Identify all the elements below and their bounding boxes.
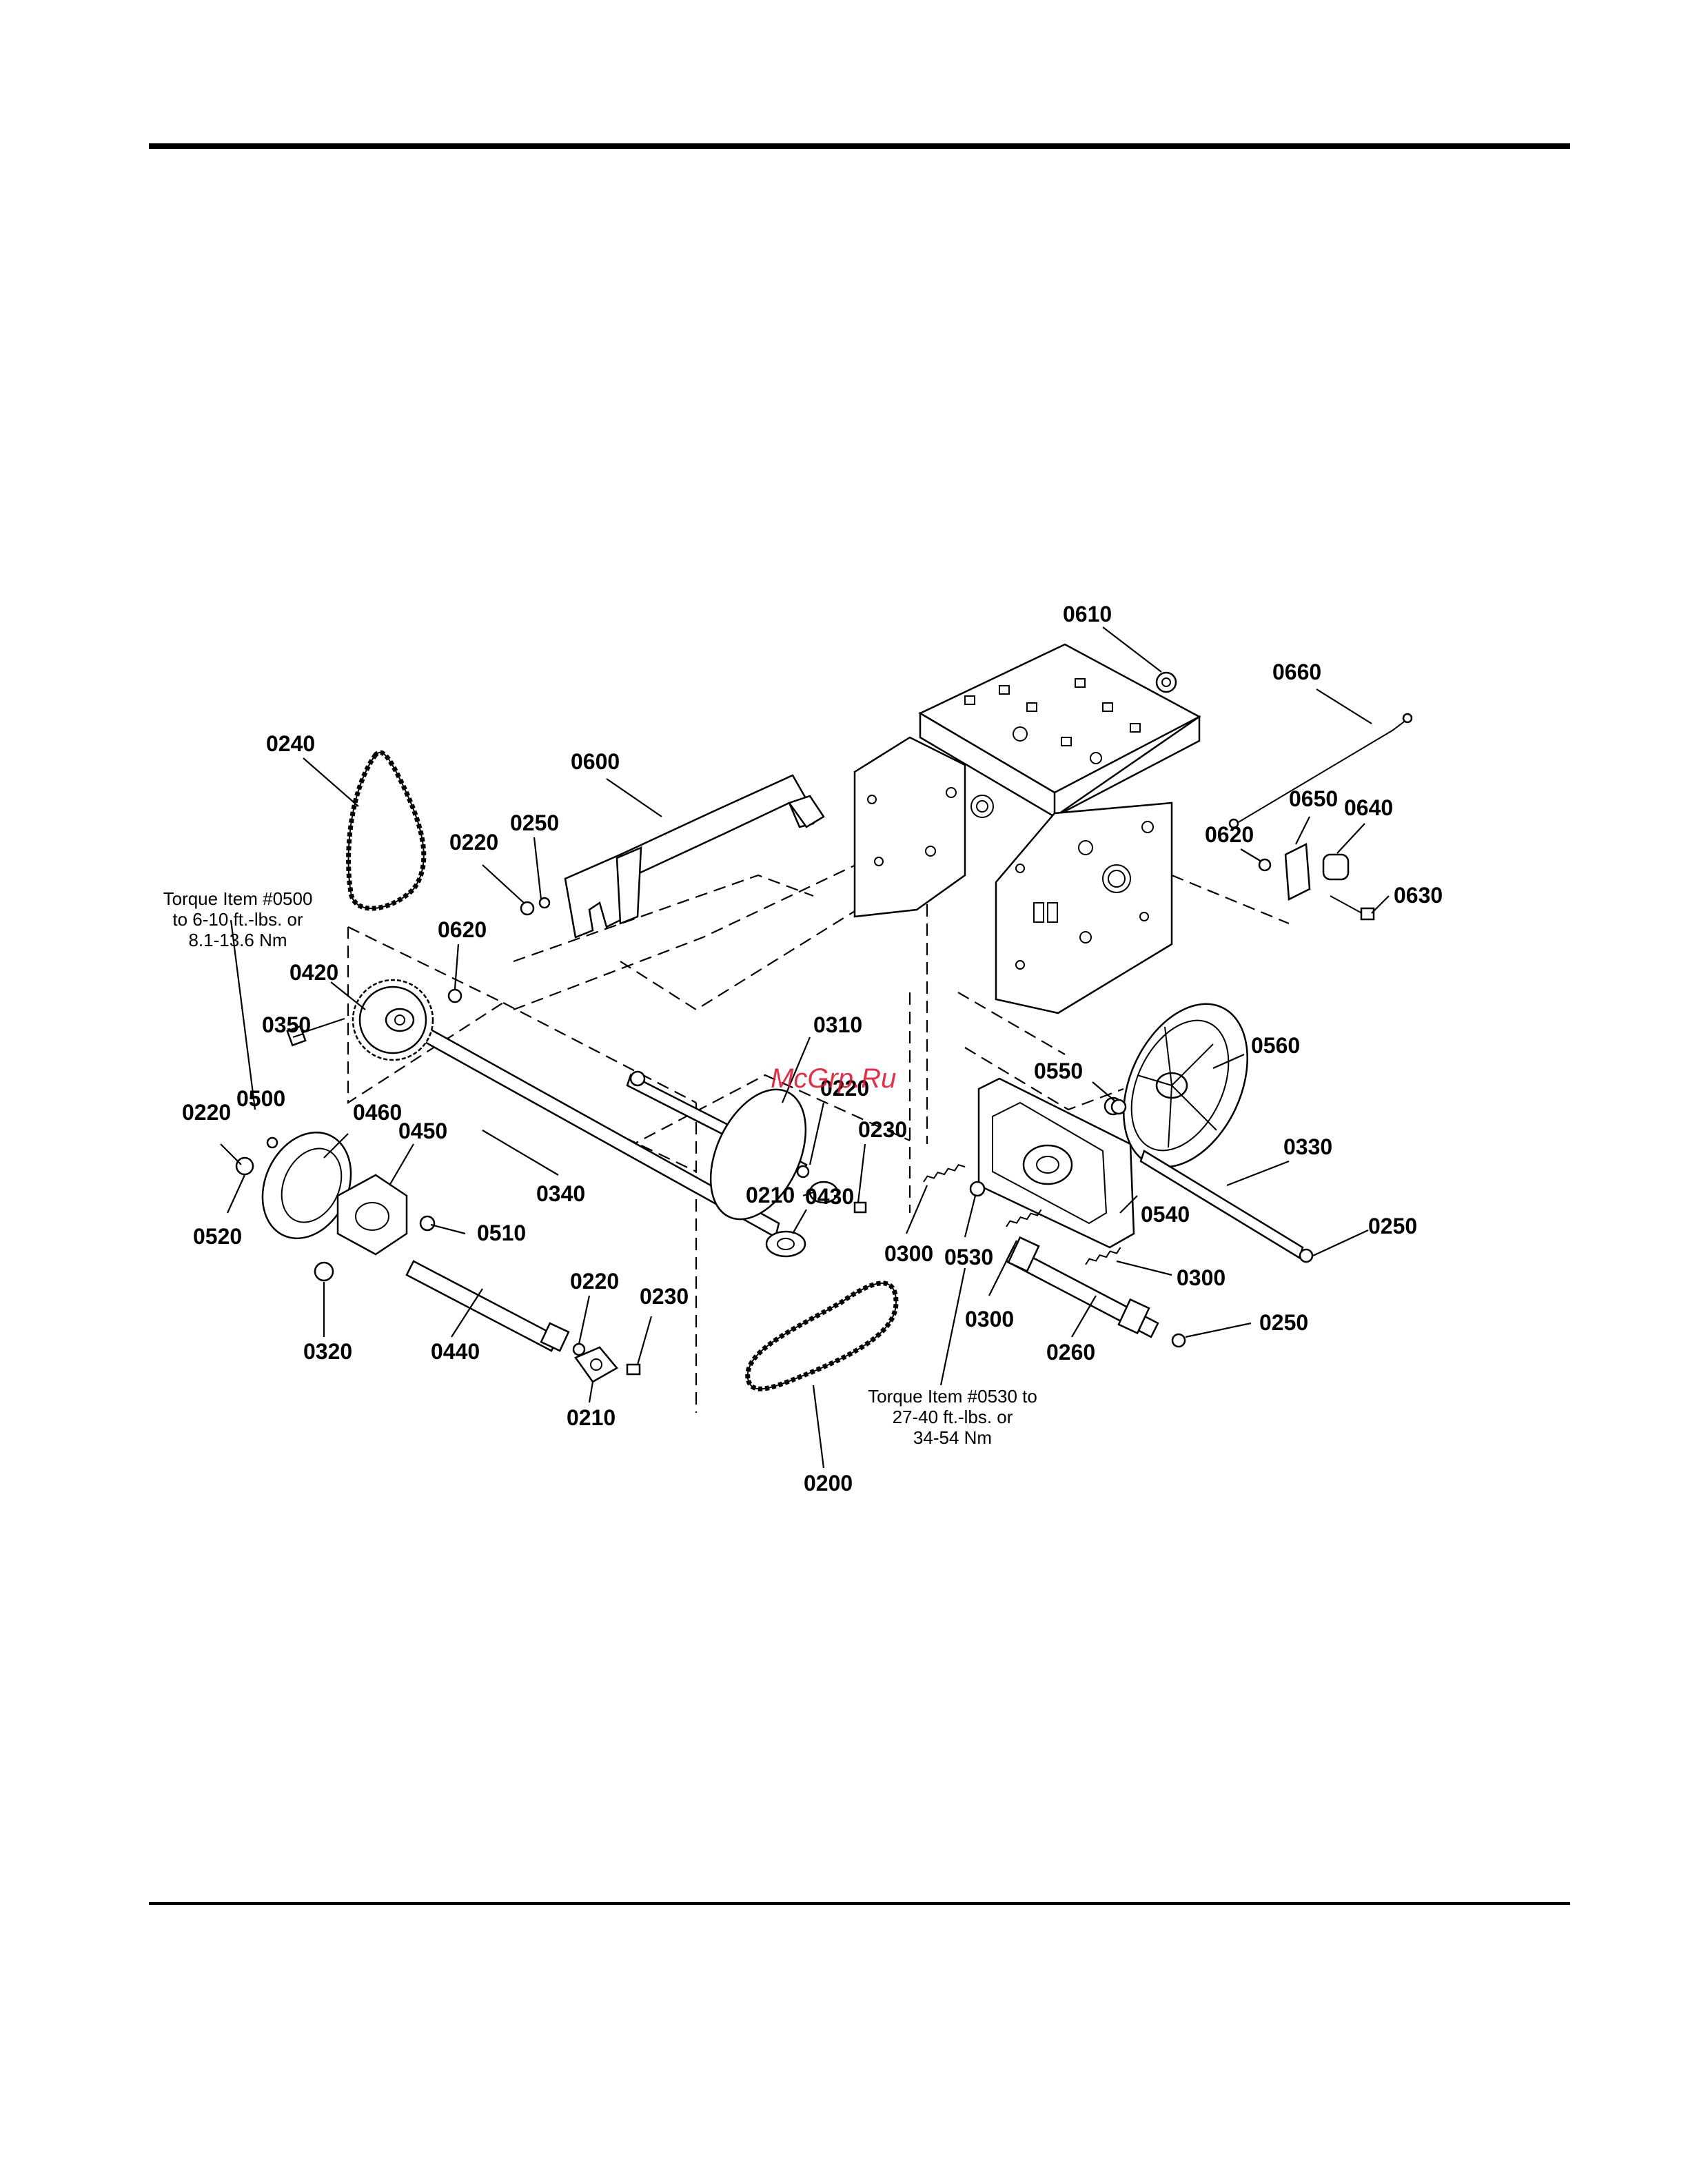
callout-0300: 0300 <box>1177 1265 1226 1290</box>
callout-0500: 0500 <box>236 1086 285 1111</box>
callout-0300: 0300 <box>884 1241 933 1266</box>
callout-0530: 0530 <box>944 1245 993 1269</box>
callout-0220: 0220 <box>449 830 498 855</box>
springs <box>923 1164 1121 1265</box>
torque-note-0500: Torque Item #0500 to 6-10 ft.-lbs. or 8.… <box>163 888 313 950</box>
callout-0620: 0620 <box>438 917 487 942</box>
callout-0350: 0350 <box>262 1012 311 1037</box>
footer-rule <box>149 1902 1570 1905</box>
callout-0560: 0560 <box>1251 1033 1300 1058</box>
callout-0510: 0510 <box>477 1221 526 1245</box>
svg-text:34-54 Nm: 34-54 Nm <box>913 1427 992 1448</box>
svg-text:to 6-10 ft.-lbs. or: to 6-10 ft.-lbs. or <box>172 909 303 930</box>
hex-shaft <box>405 1260 570 1352</box>
callout-0520: 0520 <box>193 1224 242 1249</box>
friction-disc-assembly <box>626 1070 867 1221</box>
washer-0620-left <box>447 988 462 1003</box>
cable-0660 <box>1228 713 1413 829</box>
chassis-frame <box>853 643 1201 1014</box>
callout-0640: 0640 <box>1344 795 1393 820</box>
callout-0310: 0310 <box>813 1012 862 1037</box>
watermark: McGrp.Ru <box>771 1063 896 1094</box>
svg-text:Torque Item #0500: Torque Item #0500 <box>163 888 313 909</box>
chain-0200 <box>745 1280 899 1391</box>
chain-0240 <box>346 750 427 911</box>
callout-0300: 0300 <box>965 1307 1014 1331</box>
callout-0230: 0230 <box>640 1284 689 1309</box>
drive-shaft-0330 <box>1139 1150 1314 1263</box>
svg-text:8.1-13.6 Nm: 8.1-13.6 Nm <box>188 930 287 950</box>
wheel-hub <box>235 1131 436 1282</box>
shaft-0260 <box>1005 1236 1186 1348</box>
callout-0250: 0250 <box>1368 1214 1417 1238</box>
callout-0240: 0240 <box>266 731 315 756</box>
callout-0460: 0460 <box>353 1100 402 1125</box>
callout-0320: 0320 <box>303 1339 352 1364</box>
callout-0220: 0220 <box>182 1100 231 1125</box>
nut-0550 <box>1110 1099 1127 1115</box>
callout-0630: 0630 <box>1394 883 1443 908</box>
callout-0250: 0250 <box>1259 1310 1308 1335</box>
callout-0220: 0220 <box>820 1076 869 1101</box>
callout-0220: 0220 <box>570 1269 619 1294</box>
callout-0620: 0620 <box>1205 822 1254 847</box>
callout-0250: 0250 <box>510 810 559 835</box>
sprocket <box>352 979 434 1061</box>
callout-0550: 0550 <box>1034 1059 1083 1083</box>
part-number-callouts: 0610 0660 0240 0600 0650 0640 0250 0220 … <box>182 602 1443 1496</box>
callout-0450: 0450 <box>398 1119 447 1143</box>
callout-0200: 0200 <box>804 1471 853 1496</box>
bracket-0650 <box>1258 843 1375 921</box>
small-washers-0220-0250 <box>520 897 551 916</box>
callout-0230: 0230 <box>858 1117 907 1142</box>
svg-text:27-40 ft.-lbs. or: 27-40 ft.-lbs. or <box>893 1407 1013 1427</box>
callout-0430: 0430 <box>805 1184 854 1209</box>
torque-note-0530: Torque Item #0530 to 27-40 ft.-lbs. or 3… <box>868 1386 1037 1448</box>
svg-text:Torque Item #0530 to: Torque Item #0530 to <box>868 1386 1037 1407</box>
callout-0600: 0600 <box>571 749 620 774</box>
callout-0650: 0650 <box>1289 786 1338 811</box>
callout-0420: 0420 <box>289 960 338 985</box>
shift-rod-assembly <box>564 774 825 939</box>
drive-wheel <box>1123 1003 1248 1168</box>
callout-0260: 0260 <box>1046 1340 1095 1365</box>
callout-0610: 0610 <box>1063 602 1112 626</box>
nut-0610 <box>1155 671 1177 693</box>
callout-0330: 0330 <box>1283 1134 1332 1159</box>
callout-0340: 0340 <box>536 1181 585 1206</box>
callout-0540: 0540 <box>1141 1202 1190 1227</box>
callout-0210: 0210 <box>746 1183 795 1207</box>
bearing-flange-lower <box>572 1343 641 1383</box>
callout-0440: 0440 <box>431 1339 480 1364</box>
header-rule <box>149 143 1570 149</box>
drive-plate <box>969 1077 1135 1249</box>
callout-0660: 0660 <box>1272 660 1321 684</box>
leader-lines <box>220 626 1390 1469</box>
callout-0210: 0210 <box>567 1405 616 1430</box>
